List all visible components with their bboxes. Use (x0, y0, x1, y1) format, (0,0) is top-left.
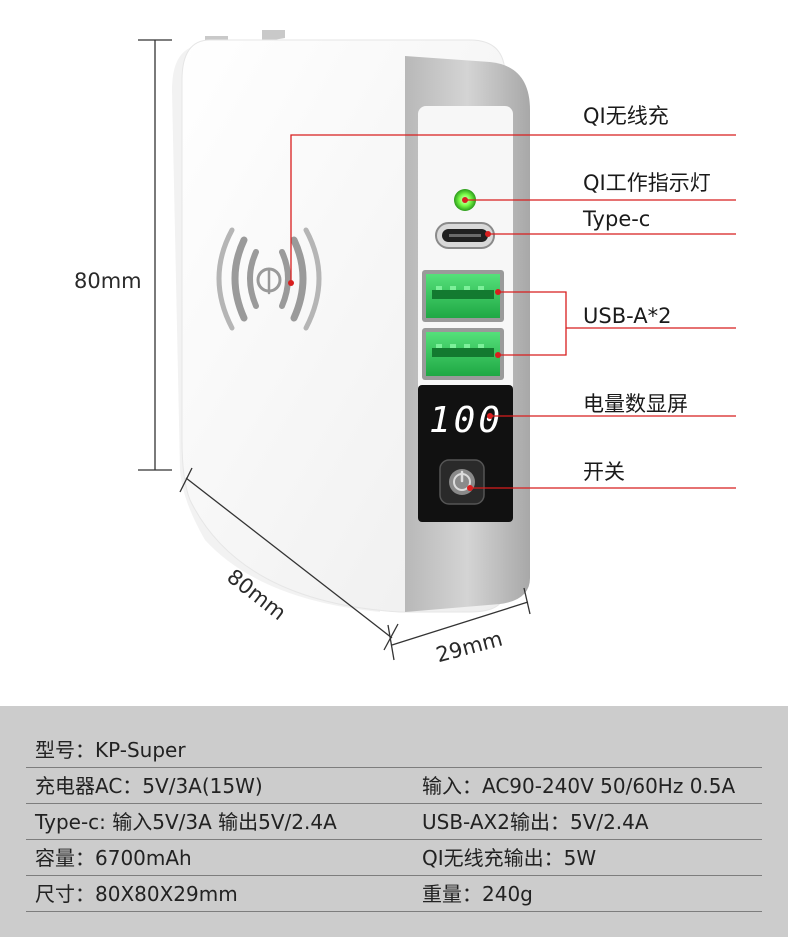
spec-cell: 型号：KP-Super (35, 738, 186, 762)
spec-row: 充电器AC：5V/3A(15W) 输入：AC90-240V 50/60Hz 0.… (26, 768, 762, 804)
spec-cell: Type-c: 输入5V/3A 输出5V/2.4A (35, 810, 337, 834)
row-divider (26, 803, 762, 804)
spec-row: Type-c: 输入5V/3A 输出5V/2.4A USB-AX2输出：5V/2… (26, 804, 762, 840)
type-c-port (435, 222, 495, 249)
callout-display: 电量数显屏 (583, 392, 688, 416)
callout-switch: 开关 (583, 460, 625, 484)
power-button[interactable] (439, 459, 485, 505)
row-divider (26, 767, 762, 768)
row-divider (26, 875, 762, 876)
spec-cell: QI无线充输出：5W (422, 846, 597, 870)
row-divider (26, 911, 762, 912)
spec-row: 容量：6700mAh QI无线充输出：5W (26, 840, 762, 876)
callout-usb-a: USB-A*2 (583, 304, 672, 328)
spec-row: 尺寸：80X80X29mm 重量：240g (26, 876, 762, 912)
callout-lines (290, 134, 736, 489)
display-readout: 100 (429, 400, 503, 441)
spec-cell: 重量：240g (422, 882, 533, 906)
spec-row: 型号：KP-Super (26, 732, 762, 768)
callout-dots (288, 197, 501, 491)
spec-cell: 充电器AC：5V/3A(15W) (35, 774, 263, 798)
row-divider (26, 839, 762, 840)
usb-a-port-1 (422, 270, 504, 322)
dimension-lines (138, 39, 531, 661)
spec-cell: 容量：6700mAh (35, 846, 192, 870)
product-figure: 100 (74, 30, 736, 667)
usb-a-port-2 (422, 328, 504, 380)
callout-qi-indicator: QI工作指示灯 (583, 171, 711, 195)
callout-qi-wireless: QI无线充 (583, 104, 669, 128)
callout-type-c: Type-c (583, 207, 651, 231)
spec-table: 型号：KP-Super 充电器AC：5V/3A(15W) 输入：AC90-240… (0, 706, 788, 937)
qi-wireless-icon (216, 227, 322, 331)
spec-cell: 输入：AC90-240V 50/60Hz 0.5A (422, 774, 736, 798)
product-illustration: 100 (138, 30, 736, 661)
dimension-height-label: 80mm (74, 269, 142, 293)
spec-cell: 尺寸：80X80X29mm (35, 882, 238, 906)
spec-cell: USB-AX2输出：5V/2.4A (422, 810, 649, 834)
